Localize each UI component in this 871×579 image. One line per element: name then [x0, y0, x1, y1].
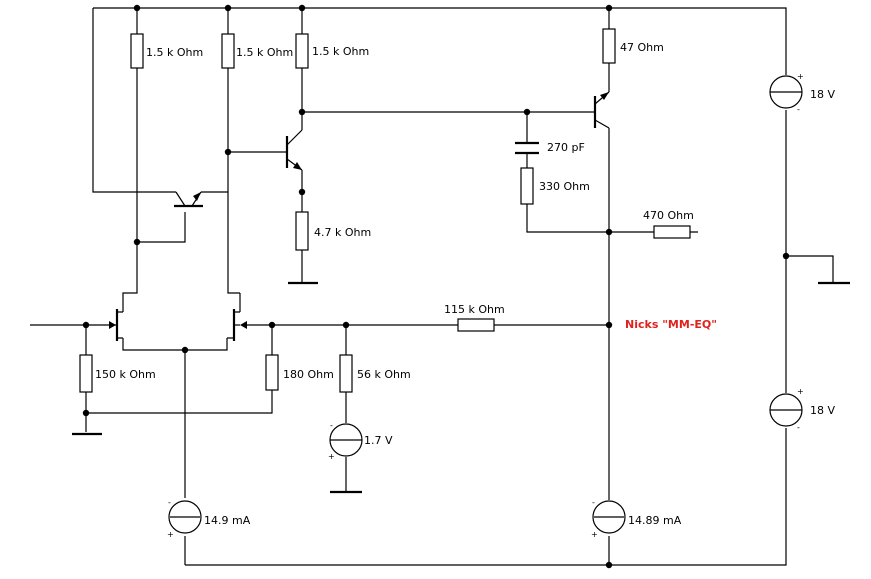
ground-symbols — [72, 281, 850, 494]
polarity-marks: + - + - - + - + - + — [167, 72, 804, 539]
label-r1: 1.5 k Ohm — [146, 46, 203, 59]
transistor-q3 — [593, 91, 610, 129]
plus-sign: + — [797, 72, 804, 81]
sources — [168, 75, 803, 534]
current-source-i2 — [592, 500, 626, 534]
voltage-source-v3 — [769, 393, 803, 427]
resistor-r11 — [653, 225, 691, 239]
label-r4: 47 Ohm — [620, 41, 664, 54]
junction-dots — [82, 4, 790, 569]
resistor-r9 — [457, 318, 495, 332]
current-source-i1 — [168, 500, 202, 534]
label-i2: 14.89 mA — [628, 514, 682, 527]
resistor-r3 — [295, 33, 309, 69]
resistor-r5 — [295, 211, 309, 251]
capacitor-c1 — [515, 141, 539, 155]
minus-sign: - — [330, 421, 333, 430]
jfet-j1 — [109, 309, 123, 341]
label-r11: 470 Ohm — [643, 209, 694, 222]
voltage-source-v1 — [329, 423, 363, 457]
minus-sign: - — [168, 498, 171, 507]
label-r3: 1.5 k Ohm — [312, 45, 369, 58]
transistor-q1 — [174, 191, 203, 208]
label-i1: 14.9 mA — [204, 514, 251, 527]
transistor-q2 — [285, 129, 303, 171]
plus-sign: + — [591, 530, 598, 539]
minus-sign: - — [797, 105, 800, 114]
label-c1: 270 pF — [547, 141, 585, 154]
jfet-j2 — [227, 309, 247, 341]
wires — [30, 7, 834, 566]
label-v3: 18 V — [810, 404, 835, 417]
resistor-r10 — [520, 167, 534, 205]
plus-sign: + — [167, 530, 174, 539]
plus-sign: + — [797, 387, 804, 396]
plus-sign: + — [328, 452, 335, 461]
label-r9: 115 k Ohm — [444, 303, 505, 316]
voltage-source-v2 — [769, 75, 803, 109]
resistor-r2 — [221, 33, 235, 69]
resistor-r8 — [339, 354, 353, 393]
minus-sign: - — [592, 498, 595, 507]
label-r2: 1.5 k Ohm — [236, 46, 293, 59]
label-r7: 180 Ohm — [283, 368, 334, 381]
label-v2: 18 V — [810, 88, 835, 101]
resistor-r7 — [265, 354, 279, 391]
resistors — [79, 28, 691, 393]
resistor-r6 — [79, 354, 93, 393]
resistor-r4 — [602, 28, 616, 64]
label-r6: 150 k Ohm — [95, 368, 156, 381]
diagram-title: Nicks "MM-EQ" — [625, 318, 717, 331]
label-r8: 56 k Ohm — [357, 368, 411, 381]
resistor-r1 — [130, 33, 144, 69]
minus-sign: - — [797, 423, 800, 432]
label-r5: 4.7 k Ohm — [314, 226, 371, 239]
label-r10: 330 Ohm — [539, 180, 590, 193]
component-labels: 1.5 k Ohm 1.5 k Ohm 1.5 k Ohm 47 Ohm 4.7… — [95, 41, 835, 527]
label-v1: 1.7 V — [364, 434, 393, 447]
transistors — [109, 91, 610, 341]
